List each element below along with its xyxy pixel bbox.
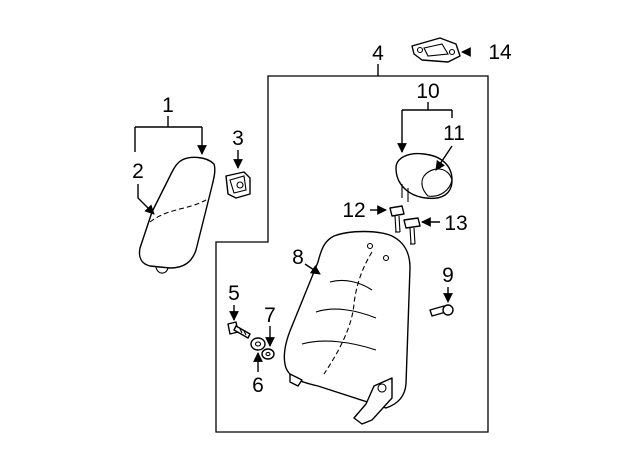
callout-4: 4	[372, 42, 384, 65]
washer-large	[250, 337, 266, 351]
callout-3: 3	[232, 127, 244, 150]
leader-lines	[134, 47, 471, 372]
callout-2: 2	[132, 160, 144, 183]
callout-9: 9	[442, 264, 454, 287]
callout-6: 6	[252, 374, 264, 397]
callout-11: 11	[443, 122, 465, 145]
bracket-plate	[411, 37, 461, 63]
callout-7: 7	[264, 304, 276, 327]
headrest-guide-left	[389, 205, 405, 233]
callout-13: 13	[444, 212, 467, 235]
callout-5: 5	[228, 282, 240, 305]
headrest	[395, 152, 453, 202]
callout-14: 14	[488, 41, 512, 64]
screw	[429, 304, 454, 317]
callout-10: 10	[416, 80, 439, 103]
washer-small	[261, 348, 275, 360]
bolt	[227, 321, 251, 339]
assembly-boundary-box	[215, 75, 489, 433]
clip-bracket	[225, 171, 251, 199]
headrest-guide-right	[403, 217, 421, 245]
callout-8: 8	[292, 246, 304, 269]
callout-12: 12	[342, 199, 365, 222]
side-trim-cover	[138, 156, 216, 274]
callout-1: 1	[162, 94, 174, 117]
seat-back-cushion	[283, 230, 411, 425]
